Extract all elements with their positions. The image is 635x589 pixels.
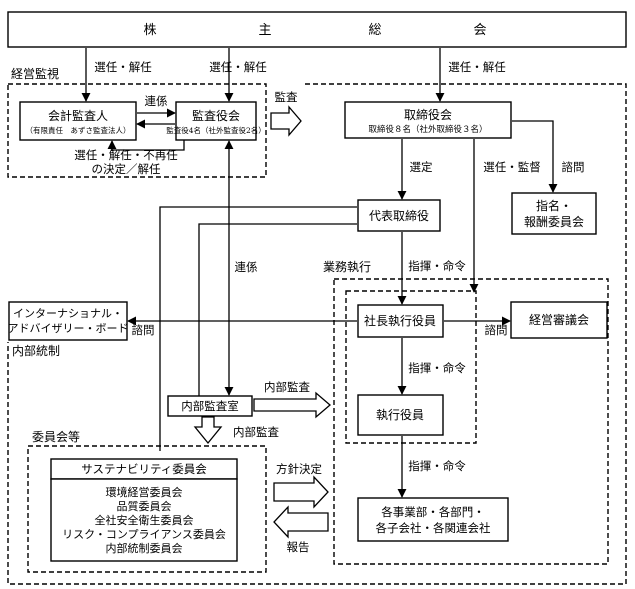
report-hollow-arrow bbox=[273, 505, 329, 539]
management-oversight-label: 経営監視 bbox=[11, 66, 59, 81]
executive-officers-box bbox=[357, 394, 444, 436]
sub-committee-3: 全社安全衛生委員会 bbox=[95, 513, 194, 527]
audit-board-sub: 監査役4名（社外監査役2名） bbox=[166, 125, 266, 135]
board-title: 取締役会 bbox=[404, 107, 452, 122]
internal-audit-hollow-arrow bbox=[253, 391, 331, 419]
business-units-box bbox=[357, 497, 509, 542]
management-council-label: 経営審議会 bbox=[529, 312, 589, 327]
business-units-line1: 各事業部・各部門・ bbox=[381, 505, 485, 519]
liaison-label-1: 連係 bbox=[145, 94, 168, 108]
president-box bbox=[357, 304, 444, 338]
reappointment-decision-line1: 選任・解任・不再任 bbox=[74, 148, 178, 162]
accounting-auditor-box bbox=[19, 101, 137, 141]
appoint-dismiss-label-2: 選任・解任 bbox=[209, 60, 267, 74]
sub-committee-4: リスク・コンプライアンス委員会 bbox=[62, 528, 226, 541]
consultation-label-1: 諮問 bbox=[562, 160, 585, 174]
committees-label: 委員会等 bbox=[32, 430, 80, 444]
shareholders-char-2: 主 bbox=[258, 23, 271, 38]
management-council-box bbox=[510, 301, 608, 339]
representative-director-box bbox=[357, 199, 441, 232]
policy-decision-hollow-arrow bbox=[273, 475, 329, 509]
policy-decision-label: 方針決定 bbox=[276, 462, 322, 476]
appoint-supervise-label: 選任・監督 bbox=[483, 160, 541, 174]
executive-officers-label: 執行役員 bbox=[376, 407, 424, 422]
board-of-directors-box bbox=[344, 101, 512, 139]
report-label: 報告 bbox=[287, 540, 310, 554]
consultation-label-2: 諮問 bbox=[132, 323, 155, 337]
shareholders-meeting-box bbox=[7, 11, 627, 48]
appoint-dismiss-label-1: 選任・解任 bbox=[94, 60, 152, 74]
business-execution-label: 業務執行 bbox=[323, 260, 371, 274]
audit-hollow-arrow bbox=[270, 105, 302, 137]
shareholders-char-3: 総 bbox=[368, 23, 381, 38]
direction-order-label-1: 指揮・命令 bbox=[408, 259, 466, 273]
liaison-label-2: 連係 bbox=[235, 260, 258, 274]
sustainability-committee-label: サステナビリティ委員会 bbox=[81, 462, 207, 476]
sub-committee-2: 品質委員会 bbox=[117, 499, 172, 513]
direction-order-label-3: 指揮・命令 bbox=[408, 459, 466, 473]
selection-label: 選定 bbox=[410, 160, 433, 174]
board-sub: 取締役８名（社外取締役３名） bbox=[368, 124, 487, 135]
sub-committees-box bbox=[50, 478, 238, 562]
management-oversight-region bbox=[7, 83, 267, 178]
business-execution-region bbox=[333, 278, 609, 565]
accounting-auditor-sub: （有限責任 あずさ監査法人） bbox=[26, 125, 131, 135]
reappointment-decision-line2: の決定／解任 bbox=[92, 162, 161, 176]
appoint-dismiss-label-3: 選任・解任 bbox=[448, 60, 506, 74]
consultation-label-3: 諮問 bbox=[485, 323, 508, 337]
audit-label: 監査 bbox=[275, 90, 298, 104]
internal-control-label: 内部統制 bbox=[12, 343, 60, 358]
nomination-line1: 指名・ bbox=[536, 198, 572, 213]
internal-audit-office-label: 内部監査室 bbox=[181, 399, 239, 413]
nomination-line2: 報酬委員会 bbox=[524, 215, 584, 229]
internal-audit-down-hollow-arrow bbox=[193, 416, 223, 445]
accounting-auditor-title: 会計監査人 bbox=[48, 108, 108, 123]
nomination-committee-box bbox=[511, 192, 597, 235]
advisory-board-box bbox=[8, 301, 128, 341]
shareholders-char-1: 株 bbox=[143, 23, 156, 38]
direction-order-label-2: 指揮・命令 bbox=[408, 361, 466, 375]
advisory-board-line1: インターナショナル・ bbox=[13, 307, 123, 320]
business-units-line2: 各子会社・各関連会社 bbox=[376, 521, 491, 535]
internal-audit-office-box bbox=[167, 395, 253, 417]
executive-officers-group bbox=[345, 290, 477, 444]
shareholders-char-4: 会 bbox=[473, 23, 486, 38]
president-label: 社長執行役員 bbox=[364, 313, 436, 328]
audit-board-box bbox=[175, 101, 257, 141]
internal-control-region bbox=[7, 83, 627, 585]
representative-director-label: 代表取締役 bbox=[369, 208, 429, 223]
internal-audit-label-2: 内部監査 bbox=[233, 425, 279, 439]
sub-committee-5: 内部統制委員会 bbox=[106, 541, 183, 555]
audit-board-title: 監査役会 bbox=[192, 108, 240, 123]
advisory-board-line2: アドバイザリー・ボード bbox=[8, 322, 129, 335]
internal-audit-label-1: 内部監査 bbox=[264, 380, 310, 394]
committees-region bbox=[27, 445, 267, 573]
sub-committee-1: 環境経営委員会 bbox=[106, 485, 183, 499]
